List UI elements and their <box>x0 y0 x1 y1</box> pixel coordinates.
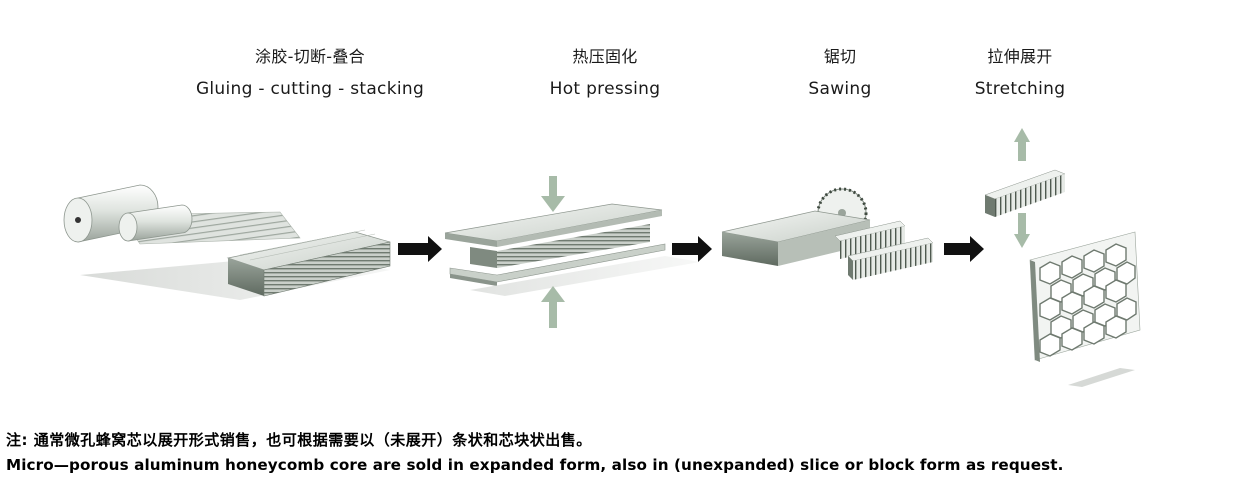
note-chinese: 注: 通常微孔蜂窝芯以展开形式销售，也可根据需要以（未展开）条状和芯块状出售。 <box>6 431 592 449</box>
press-arrow-down <box>541 176 565 212</box>
stretch-arrow-up <box>1014 128 1030 161</box>
step-label-sawing: 锯切 Sawing <box>780 46 900 100</box>
note-english: Micro—porous aluminum honeycomb core are… <box>6 456 1064 474</box>
flow-arrow-3 <box>944 236 984 262</box>
step-sawing-cn: 锯切 <box>823 47 857 66</box>
step-hot-pressing-en: Hot pressing <box>549 79 661 99</box>
step-stretching-cn: 拉伸展开 <box>987 47 1053 66</box>
stage-gluing-illustration <box>63 184 391 300</box>
flow-arrow-1 <box>398 236 442 262</box>
expanded-honeycomb <box>1029 231 1141 387</box>
step-hot-pressing-cn: 热压固化 <box>572 47 638 66</box>
step-label-hot-pressing: 热压固化 Hot pressing <box>520 46 690 100</box>
step-sawing-en: Sawing <box>808 79 872 99</box>
flow-arrow-2 <box>672 236 712 262</box>
step-gluing-cn: 涂胶-切断-叠合 <box>255 47 365 66</box>
step-label-gluing: 涂胶-切断-叠合 Gluing - cutting - stacking <box>175 46 445 100</box>
press-arrow-up <box>541 286 565 328</box>
process-illustration <box>63 128 1141 387</box>
step-gluing-en: Gluing - cutting - stacking <box>195 79 425 99</box>
stage-sawing-illustration <box>721 187 934 280</box>
stage-stretching-illustration <box>984 128 1141 387</box>
stretch-arrow-down <box>1014 213 1030 248</box>
step-label-stretching: 拉伸展开 Stretching <box>955 46 1085 100</box>
stage-hot-pressing-illustration <box>444 176 700 328</box>
step-stretching-en: Stretching <box>974 79 1066 99</box>
